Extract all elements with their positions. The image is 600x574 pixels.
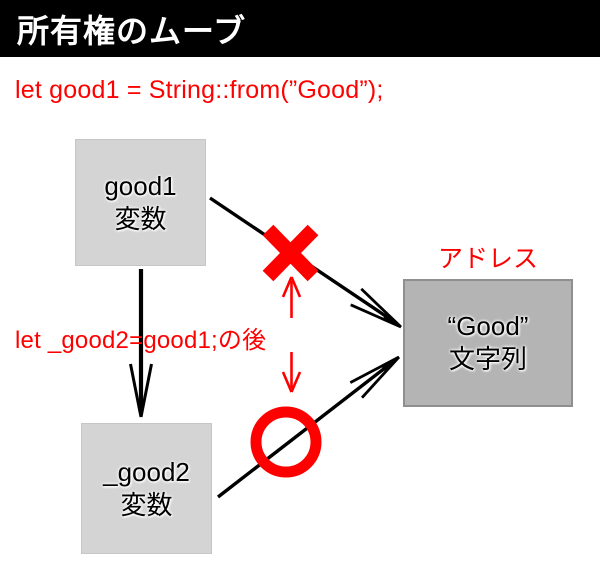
x-mark (262, 224, 319, 282)
box-good1-name: good1 (104, 170, 177, 201)
box-string-kind: 文字列 (448, 344, 527, 374)
box-good1-kind: 変数 (114, 203, 167, 234)
title-banner: 所有権のムーブ (0, 0, 600, 57)
red-double-arrow (281, 276, 302, 393)
box-good2-kind: 変数 (120, 489, 173, 520)
arrow-good2-to-string (216, 355, 401, 499)
page-title: 所有権のムーブ (17, 12, 247, 49)
o-mark (250, 406, 322, 478)
box-string-heap: “Good” 文字列 (403, 279, 573, 407)
after-assignment-label: let _good2=good1;の後 (15, 327, 267, 354)
address-label: アドレス (437, 245, 538, 273)
box-string-value: “Good” (447, 311, 529, 341)
box-good1-variable: good1 変数 (75, 139, 206, 266)
box-good2-variable: _good2 変数 (81, 423, 212, 554)
code-line: let good1 = String::from(”Good”); (15, 76, 384, 104)
arrow-good1-to-good2 (129, 269, 153, 418)
box-good2-name: _good2 (103, 456, 190, 487)
